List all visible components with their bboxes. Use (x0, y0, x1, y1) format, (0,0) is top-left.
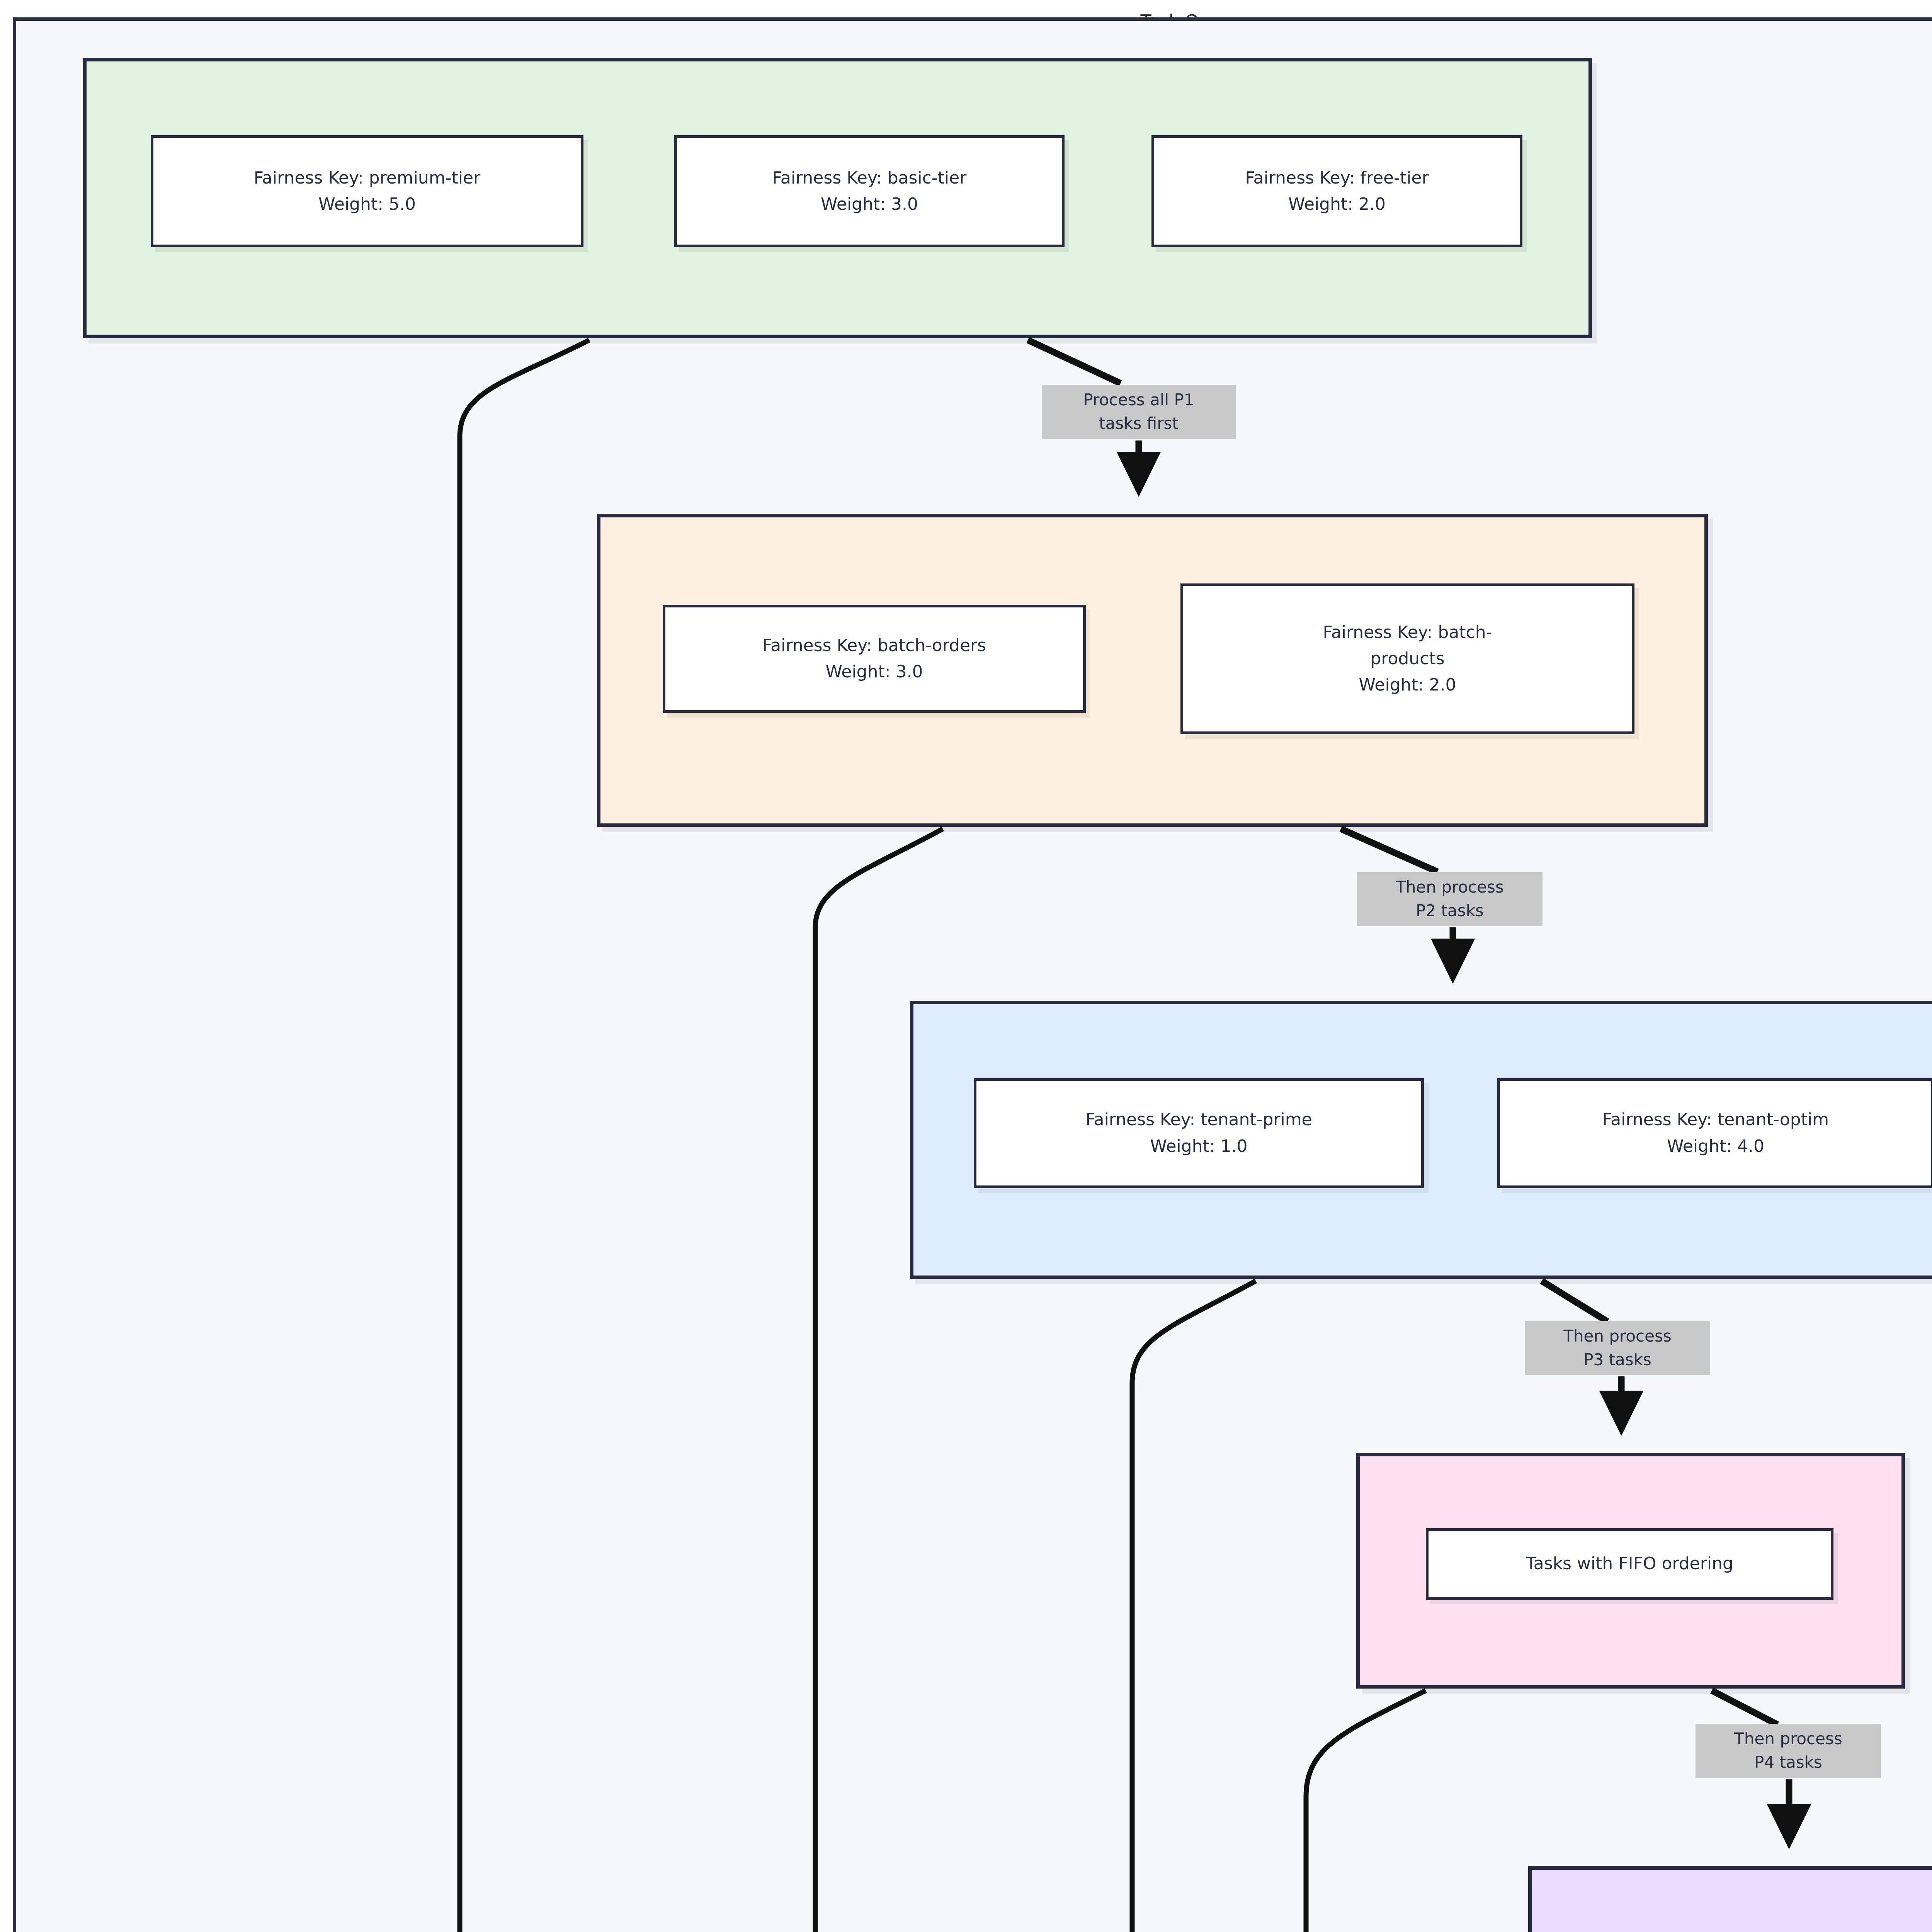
priority-level-5-group (1528, 1866, 1932, 1932)
edge-label-p3-to-p4: Then process P3 tasks (1525, 1321, 1710, 1375)
weight-label: Weight: 2.0 (1288, 194, 1386, 214)
fairness-key-label: Fairness Key: batch-orders (762, 635, 986, 655)
fairness-node-free-tier[interactable]: Fairness Key: free-tier Weight: 2.0 (1151, 135, 1522, 247)
fairness-node-basic-tier[interactable]: Fairness Key: basic-tier Weight: 3.0 (674, 135, 1065, 247)
fairness-node-tenant-optim[interactable]: Fairness Key: tenant-optim Weight: 4.0 (1497, 1078, 1932, 1188)
fairness-key-label: Fairness Key: batch- products (1323, 622, 1492, 668)
edge-label-p1-to-p2: Process all P1 tasks first (1042, 385, 1236, 439)
fairness-key-label: Fairness Key: basic-tier (772, 168, 967, 188)
edge-label-p2-to-p3: Then process P2 tasks (1357, 872, 1543, 926)
edge-label-p4-to-p5: Then process P4 tasks (1696, 1724, 1881, 1778)
fairness-key-label: Fairness Key: tenant-prime (1085, 1110, 1312, 1130)
fairness-key-label: Fairness Key: premium-tier (253, 168, 481, 188)
fairness-node-tenant-prime[interactable]: Fairness Key: tenant-prime Weight: 1.0 (974, 1078, 1424, 1188)
fairness-node-batch-products[interactable]: Fairness Key: batch- products Weight: 2.… (1180, 583, 1634, 734)
fairness-node-batch-orders[interactable]: Fairness Key: batch-orders Weight: 3.0 (663, 605, 1086, 713)
weight-label: Weight: 5.0 (318, 194, 416, 214)
weight-label: Weight: 1.0 (1150, 1136, 1248, 1156)
weight-label: Weight: 2.0 (1359, 675, 1456, 695)
fairness-node-premium-tier[interactable]: Fairness Key: premium-tier Weight: 5.0 (151, 135, 583, 247)
weight-label: Weight: 3.0 (820, 194, 918, 214)
fairness-key-label: Fairness Key: free-tier (1245, 168, 1429, 188)
weight-label: Weight: 4.0 (1667, 1136, 1765, 1156)
weight-label: Weight: 3.0 (825, 662, 923, 682)
fifo-label: Tasks with FIFO ordering (1526, 1554, 1733, 1574)
fifo-node-level4[interactable]: Tasks with FIFO ordering (1426, 1528, 1833, 1600)
fairness-key-label: Fairness Key: tenant-optim (1602, 1110, 1829, 1130)
